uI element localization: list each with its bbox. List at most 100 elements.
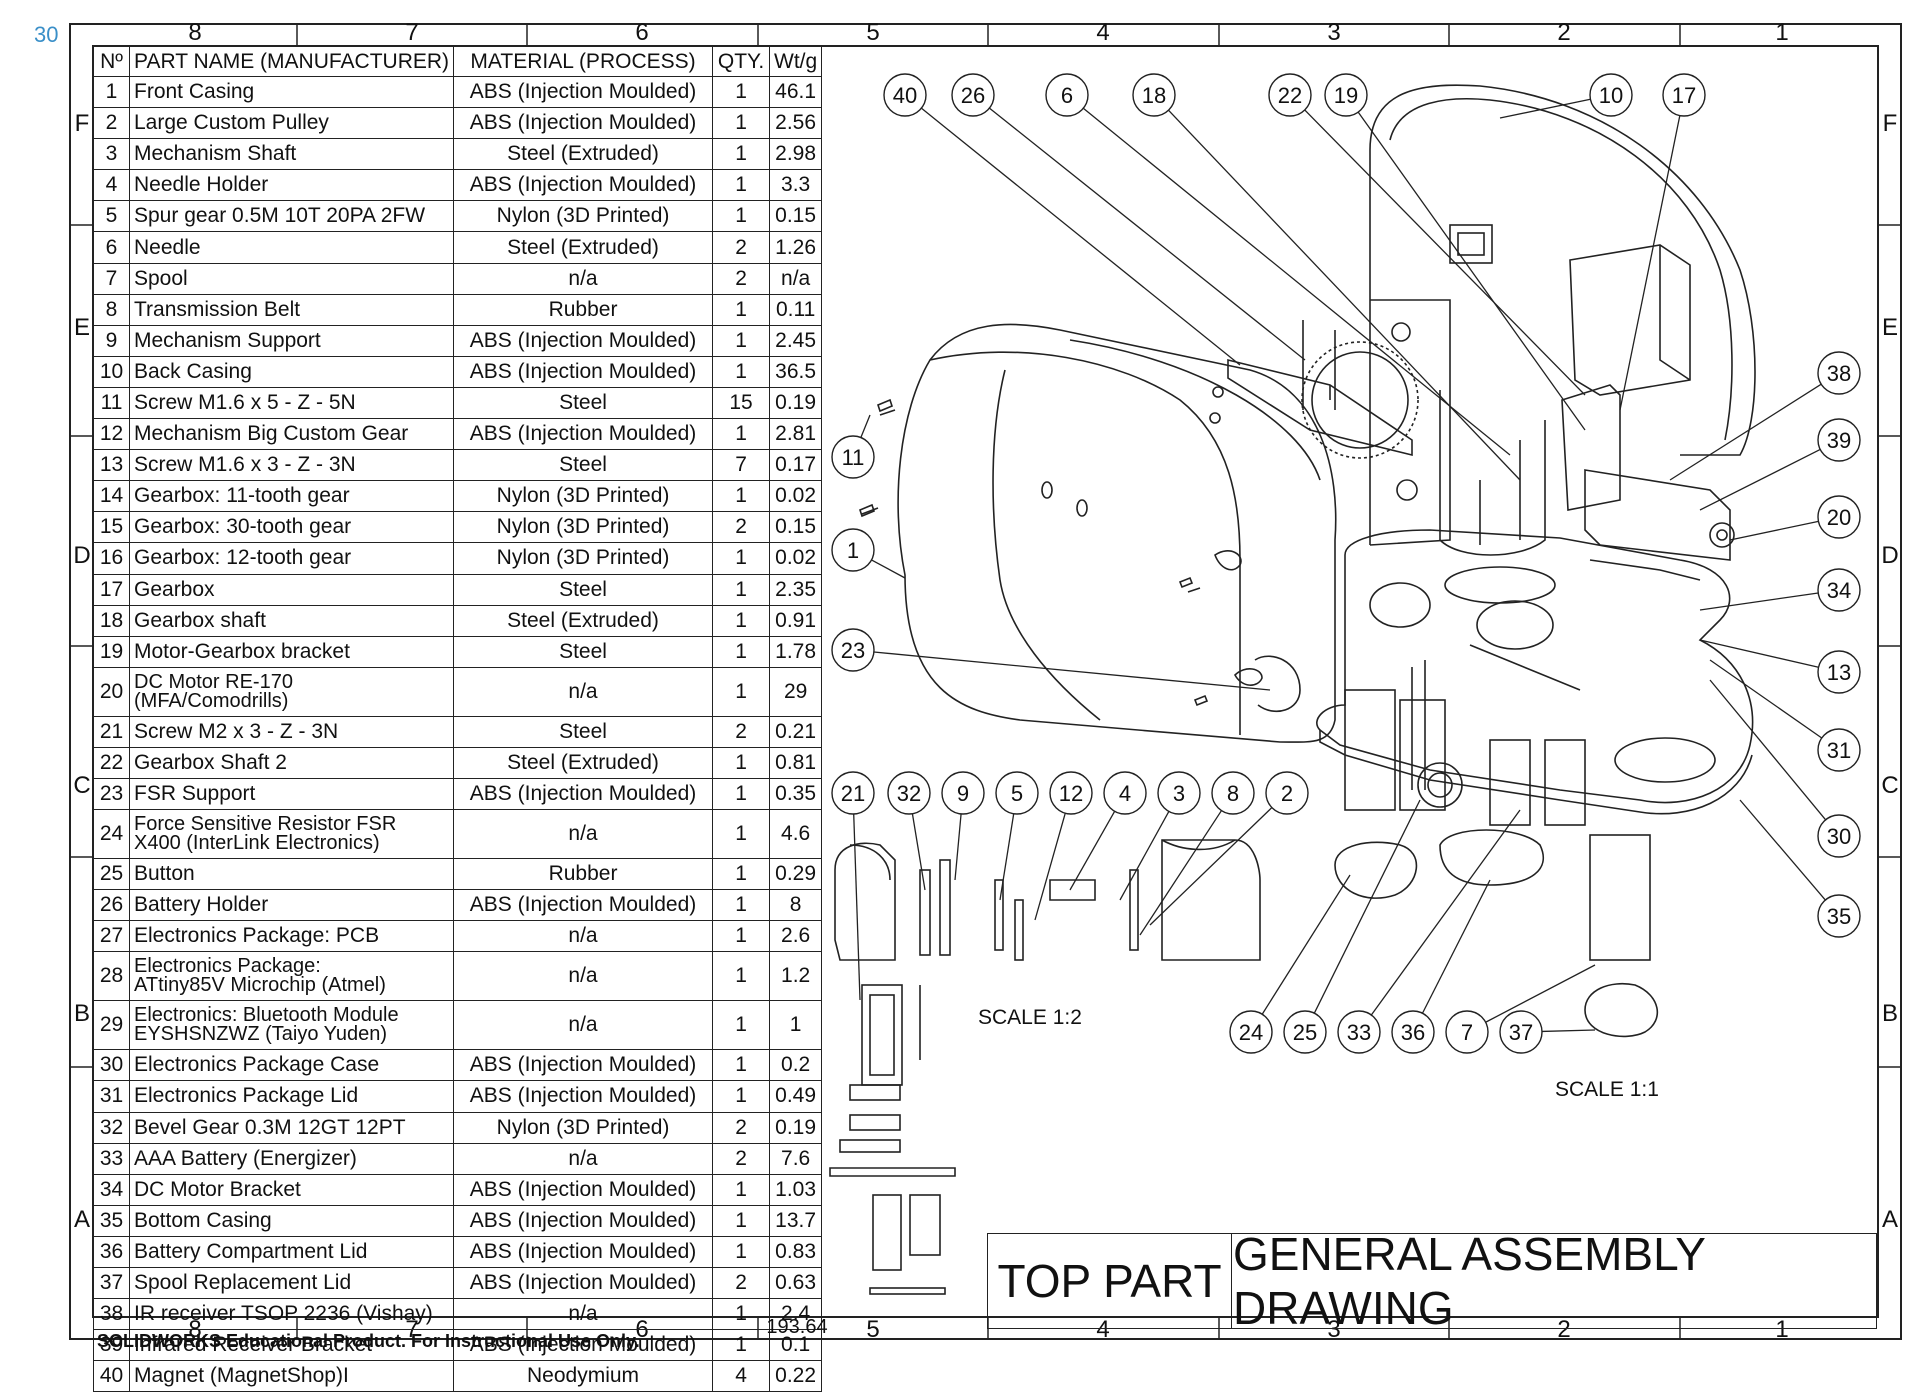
bom-part-name: Magnet (MagnetShop)I <box>128 1360 455 1392</box>
motor-drawing <box>1561 384 1735 581</box>
balloon-leader-line <box>1149 807 1273 926</box>
balloon-circle <box>1268 73 1312 117</box>
bom-part-name: Gearbox: 30-tooth gear <box>128 511 455 544</box>
part-name-line: Bottom Casing <box>134 1208 272 1232</box>
bom-item-number: 20 <box>93 666 130 717</box>
balloon-circle <box>1337 1010 1381 1054</box>
title-block-divider <box>1231 1234 1232 1328</box>
balloon-label: 1 <box>847 538 859 563</box>
bom-quantity: 1 <box>712 951 771 1002</box>
bom-weight: 0.63 <box>769 1266 823 1300</box>
header-material: MATERIAL (PROCESS) <box>453 46 714 77</box>
bom-weight: 1.03 <box>769 1173 823 1206</box>
balloon-circle <box>1817 814 1861 858</box>
balloon-label: 10 <box>1599 83 1623 108</box>
balloon-leader-line <box>1669 383 1822 481</box>
bom-weight: 3.3 <box>769 169 823 202</box>
bom-material: ABS (Injection Moulded) <box>453 1266 714 1300</box>
bom-quantity: 1 <box>712 107 771 140</box>
bom-part-name: Transmission Belt <box>128 293 455 326</box>
part-name-line: Mechanism Support <box>134 328 321 352</box>
back-casing-drawing <box>1369 84 1756 546</box>
part-name-line: Gearbox Shaft 2 <box>134 750 287 774</box>
part-name-line: Button <box>134 862 195 886</box>
bom-material: n/a <box>453 666 714 717</box>
bom-item-number: 13 <box>93 449 130 482</box>
bom-material: Steel <box>453 635 714 668</box>
bom-part-name: DC Motor RE-170(MFA/Comodrills) <box>128 666 455 717</box>
zone-row-label: C <box>73 772 91 799</box>
part-name-line: Transmission Belt <box>134 297 301 321</box>
balloon-label: 30 <box>1827 824 1851 849</box>
bom-part-name: Screw M2 x 3 - Z - 3N <box>128 715 455 748</box>
bom-part-name: Mechanism Shaft <box>128 138 455 171</box>
part-name-line: Screw M1.6 x 5 - Z - 5N <box>134 390 356 414</box>
zone-column-label: 1 <box>1775 19 1789 46</box>
part-name-line: Spool <box>134 266 188 290</box>
bom-weight: 2.35 <box>769 573 823 606</box>
balloon-circle <box>1045 73 1089 117</box>
bom-item-number: 33 <box>93 1142 130 1175</box>
balloon-leader-line <box>1699 639 1819 668</box>
bom-quantity: 1 <box>712 418 771 451</box>
balloon-circle <box>1324 73 1368 117</box>
bom-material: n/a <box>453 920 714 953</box>
bom-material: ABS (Injection Moulded) <box>453 1235 714 1269</box>
part-name-line: Large Custom Pulley <box>134 111 329 135</box>
balloon-circle <box>1265 771 1309 815</box>
balloon-label: 11 <box>842 445 865 470</box>
balloon-label: 3 <box>1173 781 1185 806</box>
scale-label-small: SCALE 1:2 <box>978 1006 1082 1029</box>
bom-item-number: 16 <box>93 542 130 575</box>
bom-quantity: 1 <box>712 200 771 233</box>
bom-material: Steel (Extruded) <box>453 746 714 779</box>
zone-column-label: 2 <box>1557 1316 1571 1343</box>
balloon-leader-line <box>1304 109 1586 396</box>
balloon-label: 37 <box>1509 1020 1533 1045</box>
bom-quantity: 1 <box>712 635 771 668</box>
balloon-leader-line <box>1119 811 1170 901</box>
bom-weight: 2.56 <box>769 107 823 140</box>
bom-weight: 0.11 <box>769 293 823 326</box>
balloon-leader-line <box>1739 799 1826 901</box>
bom-weight: 2.98 <box>769 138 823 171</box>
part-name-line: Gearbox <box>134 577 215 601</box>
bom-material: n/a <box>453 262 714 295</box>
zone-column-label: 7 <box>405 19 419 46</box>
balloon-leader-line <box>1139 810 1223 936</box>
part-name-line-2: (MFA/Comodrills) <box>134 689 289 712</box>
bom-item-number: 40 <box>93 1360 130 1392</box>
bom-material: Steel <box>453 386 714 420</box>
part-name-line-2: X400 (InterLink Electronics) <box>134 832 380 855</box>
part-name-line: Motor-Gearbox bracket <box>134 639 350 663</box>
bom-item-number: 1 <box>93 75 130 109</box>
bom-material: ABS (Injection Moulded) <box>453 169 714 202</box>
bom-quantity: 1 <box>712 920 771 953</box>
bom-material: ABS (Injection Moulded) <box>453 1173 714 1206</box>
bom-item-number: 14 <box>93 480 130 513</box>
bom-material: ABS (Injection Moulded) <box>453 777 714 811</box>
balloon-label: 18 <box>1142 83 1166 108</box>
balloon-label: 7 <box>1461 1020 1473 1045</box>
bom-quantity: 2 <box>712 511 771 544</box>
balloon-leader-line <box>999 813 1015 901</box>
balloon-circle <box>1817 418 1861 462</box>
part-name-line: Magnet (MagnetShop)I <box>134 1364 349 1388</box>
balloon-leader-line <box>1499 98 1591 119</box>
bom-weight: 1.26 <box>769 231 823 264</box>
part-name-line: DC Motor Bracket <box>134 1177 301 1201</box>
balloon-leader-line <box>1485 964 1596 1023</box>
bom-weight: 0.91 <box>769 604 823 637</box>
bom-part-name: Screw M1.6 x 5 - Z - 5N <box>128 386 455 420</box>
balloon-label: 38 <box>1827 361 1851 386</box>
balloon-leader-line <box>860 414 871 438</box>
